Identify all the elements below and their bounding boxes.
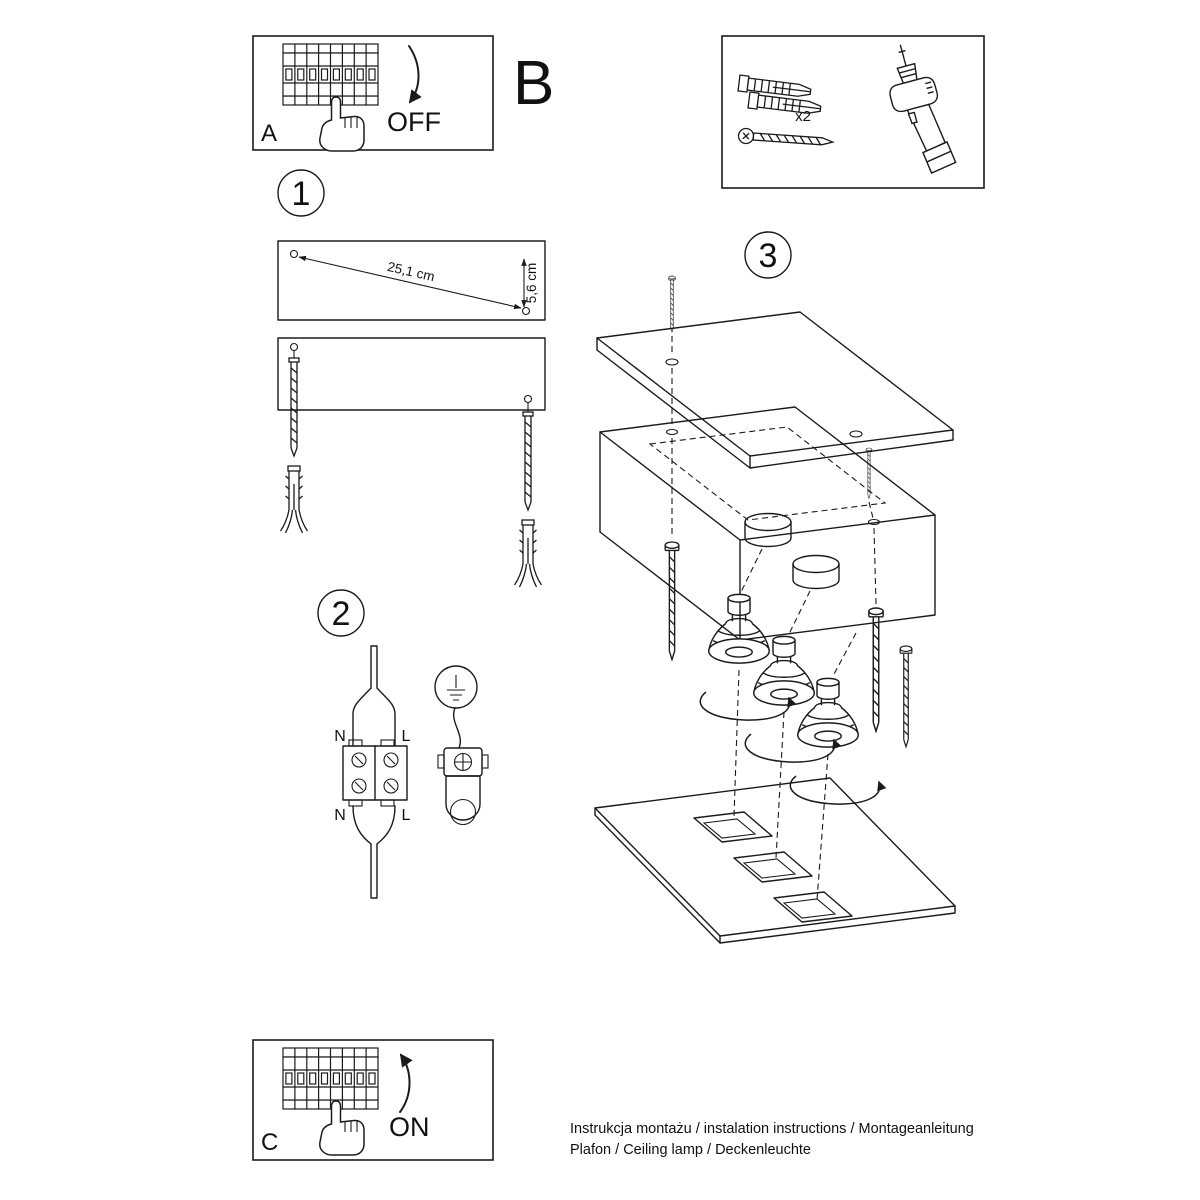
terminal-label-l-bottom: L (402, 807, 411, 824)
panel-a-label: A (261, 120, 277, 147)
lamp-cable (370, 843, 378, 899)
cover-hole (693, 811, 773, 843)
ground-wire (452, 707, 462, 749)
switch-down-arrow-icon (408, 45, 422, 104)
switch-up-arrow-icon (399, 1053, 413, 1113)
terminal-label-l-top: L (402, 728, 411, 745)
power-on-label: ON (389, 1112, 430, 1142)
power-off-label: OFF (387, 107, 441, 137)
cover-plate (594, 777, 956, 944)
supply-cable (370, 645, 378, 689)
height-dimension-label: 5,6 cm (524, 263, 539, 304)
circuit-breaker-icon (282, 43, 379, 106)
cover-hole (773, 891, 853, 923)
split-wires (352, 687, 396, 746)
terminal-label-n-top: N (334, 728, 346, 745)
circuit-breaker-icon (282, 1047, 379, 1110)
panel-a-frame (252, 35, 494, 151)
alignment-line (868, 501, 874, 519)
step-2: 2 N L N L (317, 589, 489, 899)
strain-relief-clamp (437, 747, 489, 826)
gu10-socket-can (744, 512, 840, 590)
step-3-number: 3 (759, 237, 778, 275)
merging-wires (352, 805, 396, 845)
ceiling-mounting-plate (596, 311, 954, 469)
cover-hole (733, 851, 813, 883)
step-2-badge (317, 589, 365, 637)
footer-line2: Plafon / Ceiling lamp / Deckenleuchte (570, 1142, 811, 1158)
terminal-label-n-bottom: N (334, 807, 346, 824)
panel-c: C ON (252, 1039, 494, 1161)
panel-b-kit: B x2 (513, 35, 985, 189)
step-2-number: 2 (332, 595, 351, 633)
panel-c-frame (252, 1039, 494, 1161)
alignment-line (671, 368, 877, 605)
terminal-block (342, 739, 408, 807)
step-3-badge (744, 231, 792, 279)
ground-symbol (434, 665, 478, 709)
screw-count-label: x2 (795, 108, 811, 125)
kit-frame (721, 35, 985, 189)
mounting-plate-top-view (277, 240, 546, 321)
socket-alignment-line (740, 548, 857, 677)
panel-c-label: C (261, 1129, 278, 1156)
step-1-number: 1 (292, 175, 311, 213)
panel-b-label: B (513, 49, 554, 118)
step-3: 3 (594, 231, 956, 944)
step-1-badge (277, 169, 325, 217)
footer-line1: Instrukcja montażu / instalation instruc… (570, 1121, 974, 1137)
footer: Instrukcja montażu / instalation instruc… (570, 1121, 974, 1158)
width-dimension-line (298, 255, 522, 310)
mounting-plate-side-view (277, 337, 546, 411)
panel-a: A OFF (252, 35, 494, 152)
drill-hole-icon (289, 249, 299, 259)
lamp-body (599, 406, 936, 641)
